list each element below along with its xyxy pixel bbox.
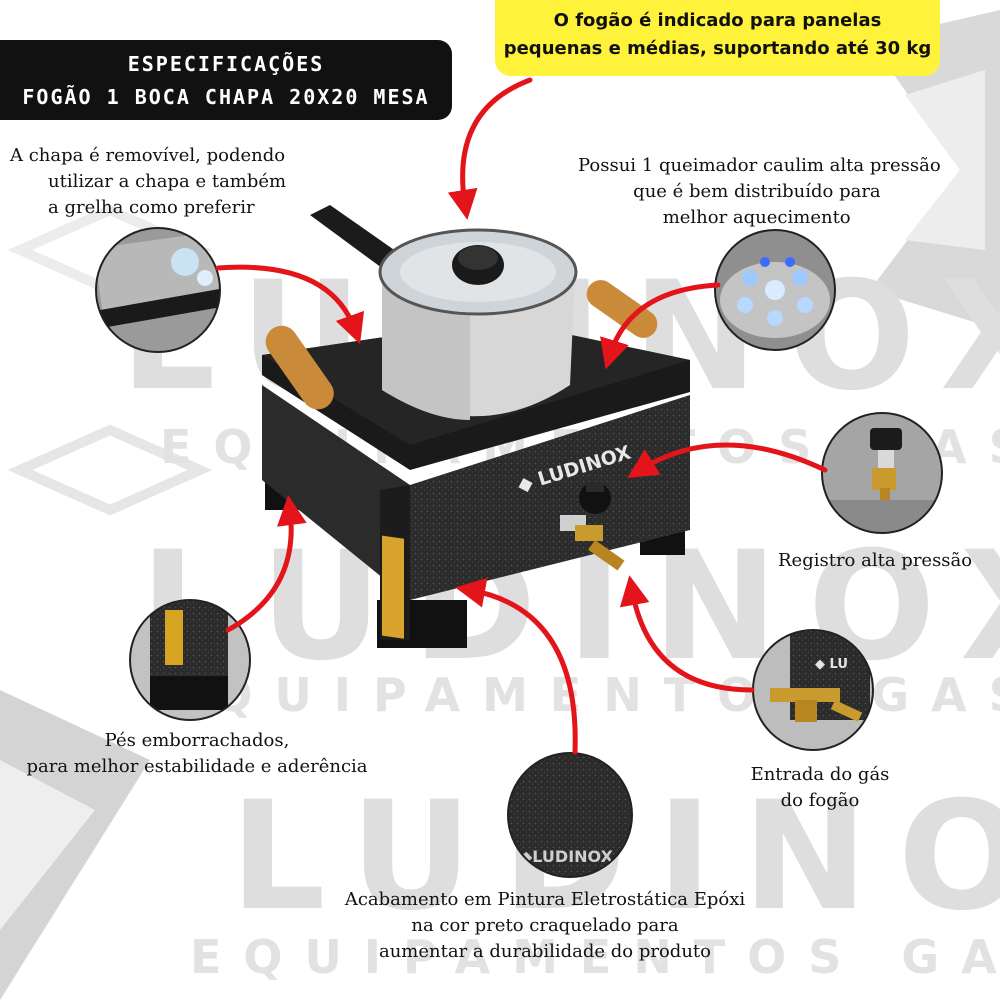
stove-body-left: [262, 385, 410, 600]
gas-inlet-detail-circle: ◆ LU: [753, 630, 873, 750]
burner-detail-circle: [715, 230, 835, 350]
caption-chapa: A chapa é removível, podendo utilizar a …: [10, 145, 287, 218]
arrow-entrada: [619, 575, 755, 693]
caption-pes: Pés emborrachados, para melhor estabilid…: [26, 730, 368, 777]
spec-subtitle: FOGÃO 1 BOCA CHAPA 20X20 MESA: [22, 85, 430, 109]
valve-detail-circle: [822, 413, 942, 533]
feet-detail-circle: [130, 600, 250, 720]
capacity-line-1: O fogão é indicado para panelas: [553, 10, 882, 31]
arrow-acabamento: [455, 577, 578, 755]
left-wood-handle: [265, 325, 334, 410]
spec-title: ESPECIFICAÇÕES: [127, 52, 325, 76]
watermark-sub: EQUIPAMENTOS GASTRONÔMICOS: [190, 930, 1000, 984]
capacity-line-2: pequenas e médias, suportando até 30 kg: [503, 38, 932, 59]
finish-detail-circle: ◆LUDINOX: [508, 753, 632, 877]
capacity-callout: O fogão é indicado para panelas pequenas…: [495, 0, 940, 76]
caption-entrada: Entrada do gás do fogão: [750, 764, 890, 811]
finish-logo: ◆LUDINOX: [520, 847, 614, 866]
warning-sticker: [382, 535, 404, 639]
stove-body-front: [410, 395, 690, 600]
right-wood-handle: [586, 280, 658, 338]
arrow-pes: [225, 495, 307, 633]
inset-logo: ◆ LU: [815, 657, 848, 672]
arrow-chapa: [215, 264, 365, 345]
caption-registro: Registro alta pressão: [778, 550, 973, 571]
gas-inlet: [575, 525, 603, 541]
arrow-capacity: [447, 77, 533, 220]
caption-queimador: Possui 1 queimador caulim alta pressão q…: [578, 155, 941, 228]
arrow-queimador: [600, 282, 721, 370]
arrow-registro: [627, 442, 828, 478]
chapa-detail-circle: [96, 228, 220, 352]
caption-acabamento: Acabamento em Pintura Eletrostática Epóx…: [344, 889, 746, 962]
spec-banner: ESPECIFICAÇÕES FOGÃO 1 BOCA CHAPA 20X20 …: [0, 40, 452, 120]
